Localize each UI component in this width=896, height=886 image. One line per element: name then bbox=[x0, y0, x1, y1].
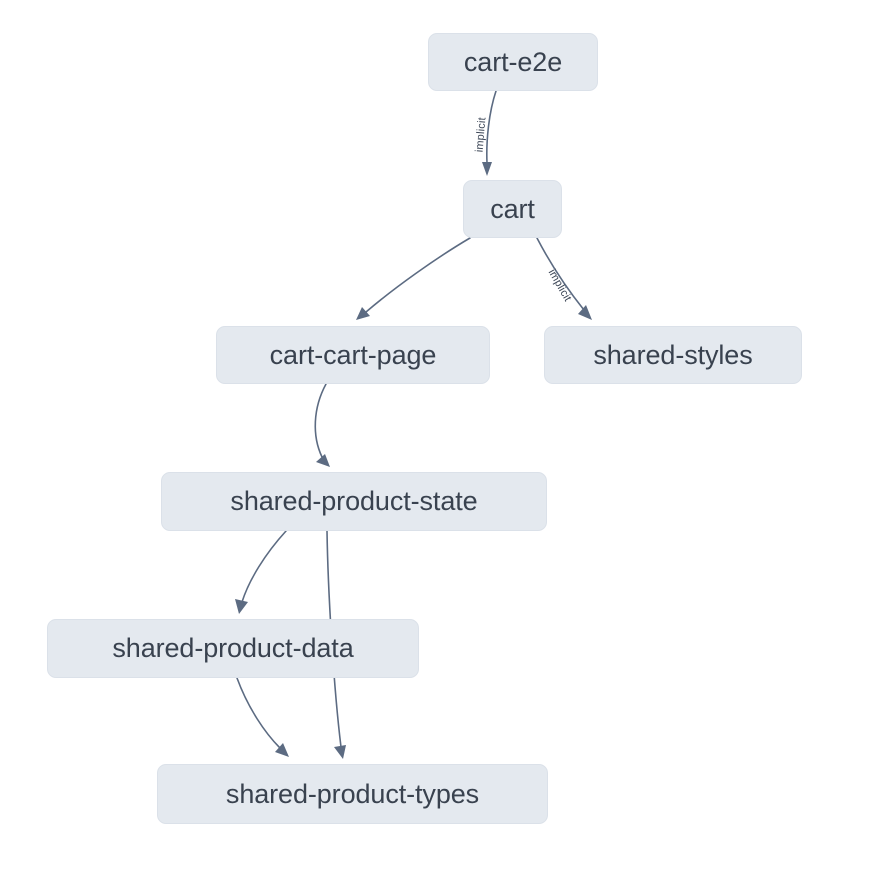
graph-edge-cart__shared-styles: implicit bbox=[536, 237, 592, 320]
edge-line bbox=[314, 383, 327, 458]
graph-node-label: shared-product-types bbox=[225, 778, 480, 809]
graph-node-label: shared-product-state bbox=[230, 486, 478, 516]
edge-line bbox=[536, 237, 585, 311]
edge-arrowhead-icon bbox=[316, 454, 330, 467]
edge-label: implicit bbox=[473, 117, 488, 153]
edge-line bbox=[365, 237, 471, 313]
graph-node-cart-cart-page[interactable]: cart-cart-page bbox=[216, 326, 490, 384]
graph-node-label: cart-cart-page bbox=[269, 339, 437, 370]
graph-edge-cart-cart-page__shared-product-state bbox=[314, 383, 330, 467]
edge-arrowhead-icon bbox=[578, 305, 592, 320]
edge-arrowhead-icon bbox=[356, 307, 370, 320]
edge-arrowhead-icon bbox=[334, 745, 346, 759]
edge-arrowhead-icon bbox=[482, 162, 492, 176]
edge-arrowhead-icon bbox=[235, 599, 248, 614]
graph-node-label: shared-styles bbox=[593, 339, 753, 370]
edge-line bbox=[486, 90, 497, 164]
graph-node-shared-product-state[interactable]: shared-product-state bbox=[161, 472, 547, 531]
edge-line bbox=[236, 677, 281, 749]
graph-node-shared-product-types[interactable]: shared-product-types bbox=[157, 764, 548, 824]
graph-edge-shared-product-data__shared-product-types bbox=[236, 677, 289, 757]
edge-arrowhead-icon bbox=[275, 743, 289, 757]
graph-node-cart-e2e[interactable]: cart-e2e bbox=[428, 33, 598, 91]
edge-label: implicit bbox=[546, 267, 574, 304]
graph-node-shared-styles[interactable]: shared-styles bbox=[544, 326, 802, 384]
graph-node-shared-product-data[interactable]: shared-product-data bbox=[47, 619, 419, 678]
graph-edge-shared-product-state__shared-product-data bbox=[235, 530, 287, 614]
graph-edge-cart-e2e__cart: implicit bbox=[473, 90, 497, 176]
graph-node-label: shared-product-data bbox=[112, 633, 354, 663]
graph-node-label: cart bbox=[490, 193, 535, 224]
graph-node-cart[interactable]: cart bbox=[463, 180, 562, 238]
edge-line bbox=[241, 530, 287, 603]
graph-node-label: cart-e2e bbox=[463, 46, 563, 77]
graph-edge-cart__cart-cart-page bbox=[356, 237, 471, 320]
